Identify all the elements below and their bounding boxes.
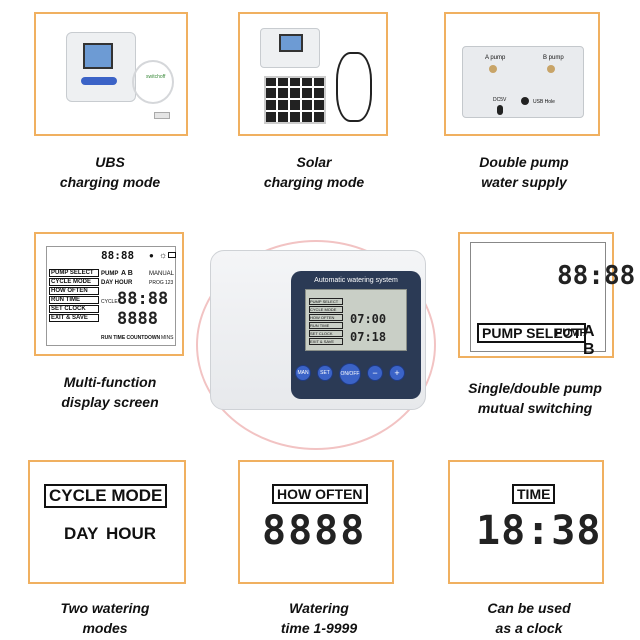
menu-item: CYCLE MODE (49, 278, 99, 286)
solar-charging-card (238, 12, 388, 136)
clock-card: TIME 18:38 (448, 460, 604, 584)
device-menu-item: SET CLOCK (309, 330, 343, 337)
b-pump-port (547, 65, 555, 73)
usb-hole-label: USB Hole (533, 99, 555, 105)
switch-ab: A B (583, 323, 595, 358)
cycle-mode-card: CYCLE MODE DAY HOUR (28, 460, 186, 584)
mini-buttons (81, 77, 117, 85)
device-screen: PUMP SELECT CYCLE MODE HOW OFTEN RUN TIM… (305, 289, 407, 351)
a-pump-label: A pump (485, 55, 506, 61)
hole-dot (521, 97, 529, 105)
controller-box-image (260, 28, 320, 68)
device-menu-item: RUN TIME (309, 322, 343, 329)
lcd-big2: 8888 (117, 309, 158, 329)
control-panel: Automatic watering system PUMP SELECT CY… (291, 271, 421, 399)
device-menu-item: PUMP SELECT (309, 298, 343, 305)
pump-select-label: PUMP SELECT (477, 323, 587, 343)
cable-tag: switchoff (146, 74, 166, 80)
controller-box-image (66, 32, 136, 102)
usb-port (497, 105, 503, 115)
controller-side-image: A pump B pump DC5V USB Hole (462, 46, 584, 118)
man-button[interactable]: MAN (295, 365, 311, 381)
usb-charging-card: switchoff (34, 12, 188, 136)
drop-icon: ● (149, 251, 154, 260)
mini-screen (83, 43, 113, 69)
menu-list: PUMP SELECT CYCLE MODE HOW OFTEN RUN TIM… (49, 269, 99, 322)
menu-item: RUN TIME (49, 296, 99, 304)
multi-display-card: 88:88 ● ☼ PUMP SELECT CYCLE MODE HOW OFT… (34, 232, 184, 356)
switch-digits: 88:88 (557, 261, 636, 291)
device-time1: 07:00 (350, 312, 387, 326)
how-often-digits: 8888 (262, 508, 367, 554)
clock-digits: 18:38 (476, 508, 602, 554)
b-pump-label: B pump (543, 55, 564, 61)
device-menu-item: CYCLE MODE (309, 306, 343, 313)
cycle-hour: HOUR (106, 524, 157, 543)
menu-item: SET CLOCK (49, 305, 99, 313)
double-pump-card: A pump B pump DC5V USB Hole (444, 12, 600, 136)
mini-screen (279, 34, 303, 52)
device-time2: 07:18 (350, 330, 387, 344)
usb-cable (132, 60, 174, 104)
lcd-big1: 88:88 (117, 289, 169, 309)
how-often-label: HOW OFTEN (272, 484, 368, 504)
lcd-day-hour: DAY HOUR (101, 280, 133, 286)
device-menu: PUMP SELECT CYCLE MODE HOW OFTEN RUN TIM… (309, 298, 343, 345)
lcd-mins: MINS (161, 335, 174, 341)
cycle-mode-label: CYCLE MODE (44, 484, 168, 508)
solar-cable (336, 52, 372, 122)
device-menu-item: EXIT & SAVE (309, 338, 343, 345)
sun-icon: ☼ (159, 250, 168, 260)
time-label: TIME (512, 484, 556, 504)
lcd-pump-ab: A B (121, 270, 133, 277)
device-menu-item: HOW OFTEN (309, 314, 343, 321)
minus-button[interactable]: − (367, 365, 383, 381)
lcd-top-digits: 88:88 (101, 249, 135, 262)
plus-button[interactable]: + (389, 365, 405, 381)
lcd-full: 88:88 ● ☼ PUMP SELECT CYCLE MODE HOW OFT… (46, 246, 176, 346)
menu-item: PUMP SELECT (49, 269, 99, 277)
menu-item: EXIT & SAVE (49, 314, 99, 322)
controller-device: Automatic watering system PUMP SELECT CY… (210, 250, 426, 410)
lcd-pump-word: PUMP (101, 271, 119, 277)
on-off-button[interactable]: ON/OFF (339, 363, 361, 385)
lcd-prog: PROG (149, 280, 164, 286)
set-button[interactable]: SET (317, 365, 333, 381)
solar-panel-image (264, 76, 326, 124)
lcd-manual: MANUAL (149, 271, 175, 277)
switch-pump: PUMP (555, 327, 587, 339)
lcd-cycle: CYCLE (101, 299, 118, 305)
how-often-card: HOW OFTEN 8888 (238, 460, 394, 584)
device-title: Automatic watering system (314, 277, 398, 284)
pump-switch-card: 88:88 PUMP SELECT PUMP A B (458, 232, 635, 358)
usb-plug (154, 112, 170, 119)
battery-icon (168, 252, 176, 258)
lcd-prog-num: 123 (165, 280, 174, 286)
cycle-day: DAY (64, 524, 99, 543)
a-pump-port (489, 65, 497, 73)
dc-label: DC5V (493, 97, 507, 103)
lcd-footer: RUN TIME COUNTDOWN (101, 335, 161, 341)
lcd-switch: 88:88 PUMP SELECT PUMP A B (470, 242, 635, 358)
menu-item: HOW OFTEN (49, 287, 99, 295)
